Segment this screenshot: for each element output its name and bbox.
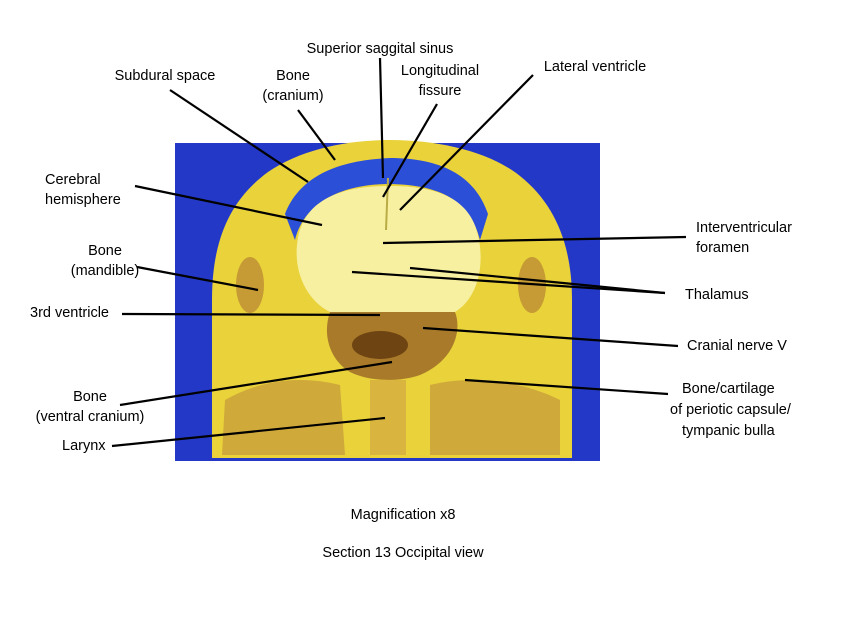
leader-cranial-nerve-v xyxy=(422,326,679,348)
leader-larynx xyxy=(111,416,386,448)
label-subdural-space: Subdural space xyxy=(114,68,216,84)
label-longitudinal-fissure-2: fissure xyxy=(418,83,462,99)
label-interventricular-foramen-1: Interventricular xyxy=(696,220,792,236)
label-cranial-nerve-v: Cranial nerve V xyxy=(687,338,787,354)
caption-magnification: Magnification x8 xyxy=(350,507,456,523)
leader-bone-cartilage xyxy=(464,378,669,396)
leader-lateral-ventricle xyxy=(399,74,534,211)
label-bone-cranium-1: Bone xyxy=(276,68,310,84)
label-bone-cartilage-3: tympanic bulla xyxy=(682,423,775,439)
leader-lines xyxy=(111,57,687,448)
label-bone-ventral-cranium-2: (ventral cranium) xyxy=(35,409,145,425)
leader-longitudinal-fissure xyxy=(382,103,438,198)
leader-thalamus-1 xyxy=(351,270,666,295)
label-thalamus: Thalamus xyxy=(685,287,749,303)
leader-bone-cranium xyxy=(297,109,336,161)
brain-region xyxy=(296,186,481,312)
label-bone-cartilage-2: of periotic capsule/ xyxy=(670,402,791,418)
lower-bone-region-right xyxy=(430,380,560,455)
midline-fissure xyxy=(385,177,389,231)
leader-interventricular-foramen xyxy=(382,235,687,245)
label-larynx: Larynx xyxy=(62,438,106,454)
caption-section: Section 13 Occipital view xyxy=(322,545,484,561)
label-superior-sagittal-sinus: Superior saggital sinus xyxy=(306,41,454,57)
label-bone-cranium-2: (cranium) xyxy=(262,88,324,104)
lower-bone-region xyxy=(222,380,345,455)
leader-thalamus-2 xyxy=(409,266,666,295)
larynx-region xyxy=(370,380,406,455)
label-cerebral-hemisphere-2: hemisphere xyxy=(45,192,121,208)
leader-subdural-space xyxy=(169,89,309,183)
leader-superior-sagittal-sinus xyxy=(378,57,385,179)
label-longitudinal-fissure-1: Longitudinal xyxy=(400,63,480,79)
subdural-space-region xyxy=(285,158,488,240)
leader-bone-ventral-cranium xyxy=(119,360,393,407)
dark-tissue xyxy=(352,331,408,359)
label-bone-ventral-cranium-1: Bone xyxy=(73,389,107,405)
leader-bone-mandible xyxy=(136,265,259,292)
leader-third-ventricle xyxy=(121,312,381,317)
label-bone-cartilage-1: Bone/cartilage xyxy=(682,381,775,397)
mandible-left xyxy=(236,257,264,313)
leader-cerebral-hemisphere xyxy=(134,184,323,227)
label-lateral-ventricle: Lateral ventricle xyxy=(543,59,647,75)
label-third-ventricle: 3rd ventricle xyxy=(30,305,109,321)
label-bone-mandible-1: Bone xyxy=(88,243,122,259)
label-cerebral-hemisphere-1: Cerebral xyxy=(45,172,101,188)
label-bone-mandible-2: (mandible) xyxy=(70,263,140,279)
label-interventricular-foramen-2: foramen xyxy=(696,240,750,256)
